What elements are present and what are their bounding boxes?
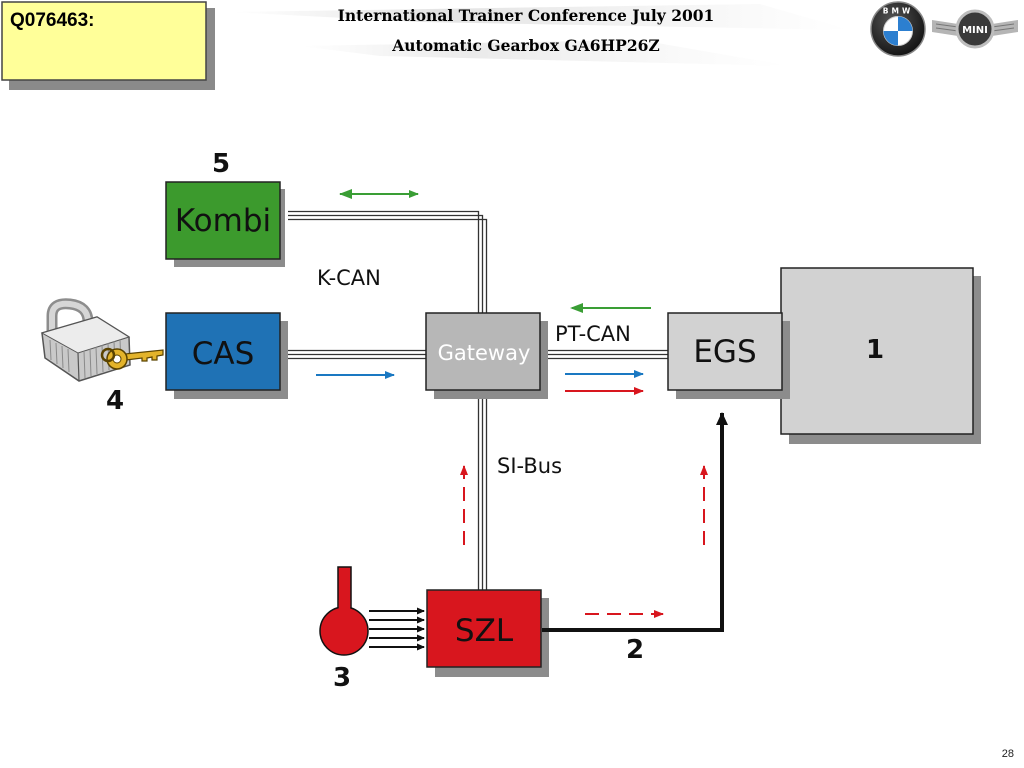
k-can-bus-line [288, 210, 488, 313]
si-bus-label: SI-Bus [497, 454, 562, 478]
callout-2: 2 [626, 635, 644, 665]
egs-label: EGS [693, 334, 756, 370]
callout-5: 5 [212, 149, 230, 179]
callout-4: 4 [106, 386, 124, 416]
header-title-line2: Automatic Gearbox GA6HP26Z [391, 36, 659, 55]
k-can-label: K-CAN [317, 266, 381, 290]
szl-module: SZL [426, 589, 549, 677]
cas-label: CAS [192, 336, 255, 372]
pt-can-bus-line [542, 349, 668, 360]
egs-module: EGS [667, 312, 790, 399]
mini-logo-lettering: MINI [962, 25, 988, 36]
pt-can-label: PT-CAN [555, 322, 631, 346]
header-title-line1: International Trainer Conference July 20… [338, 6, 715, 25]
szl-label: SZL [455, 613, 514, 649]
page-number: 28 [1002, 748, 1014, 760]
kombi-label: Kombi [175, 203, 271, 239]
question-id-box: Q076463: [1, 1, 215, 90]
callout-3: 3 [333, 663, 351, 693]
direct-wire-arrow [542, 412, 728, 632]
header-swoosh [230, 4, 850, 66]
k-can-green-arrowhead [339, 189, 352, 199]
si-bus-line [477, 398, 488, 592]
question-id: Q076463: [10, 10, 95, 31]
gearbox-number-1: 1 [866, 335, 884, 365]
key-icon [100, 347, 164, 370]
gateway-label: Gateway [438, 341, 531, 365]
mini-logo: MINI [932, 9, 1018, 49]
pt-can-green-arrowhead [570, 303, 583, 313]
kombi-module: Kombi [165, 181, 285, 267]
gateway-module: Gateway [425, 312, 548, 399]
cas-gateway-bus-line [288, 349, 426, 360]
bmw-logo: BMW [870, 1, 926, 57]
gear-lever-icon [319, 566, 369, 656]
bmw-logo-lettering: BMW [883, 7, 913, 16]
gearbox-block: 1 [780, 267, 981, 444]
gear-lever-input-arrows [369, 607, 425, 651]
cas-module: CAS [165, 312, 288, 399]
